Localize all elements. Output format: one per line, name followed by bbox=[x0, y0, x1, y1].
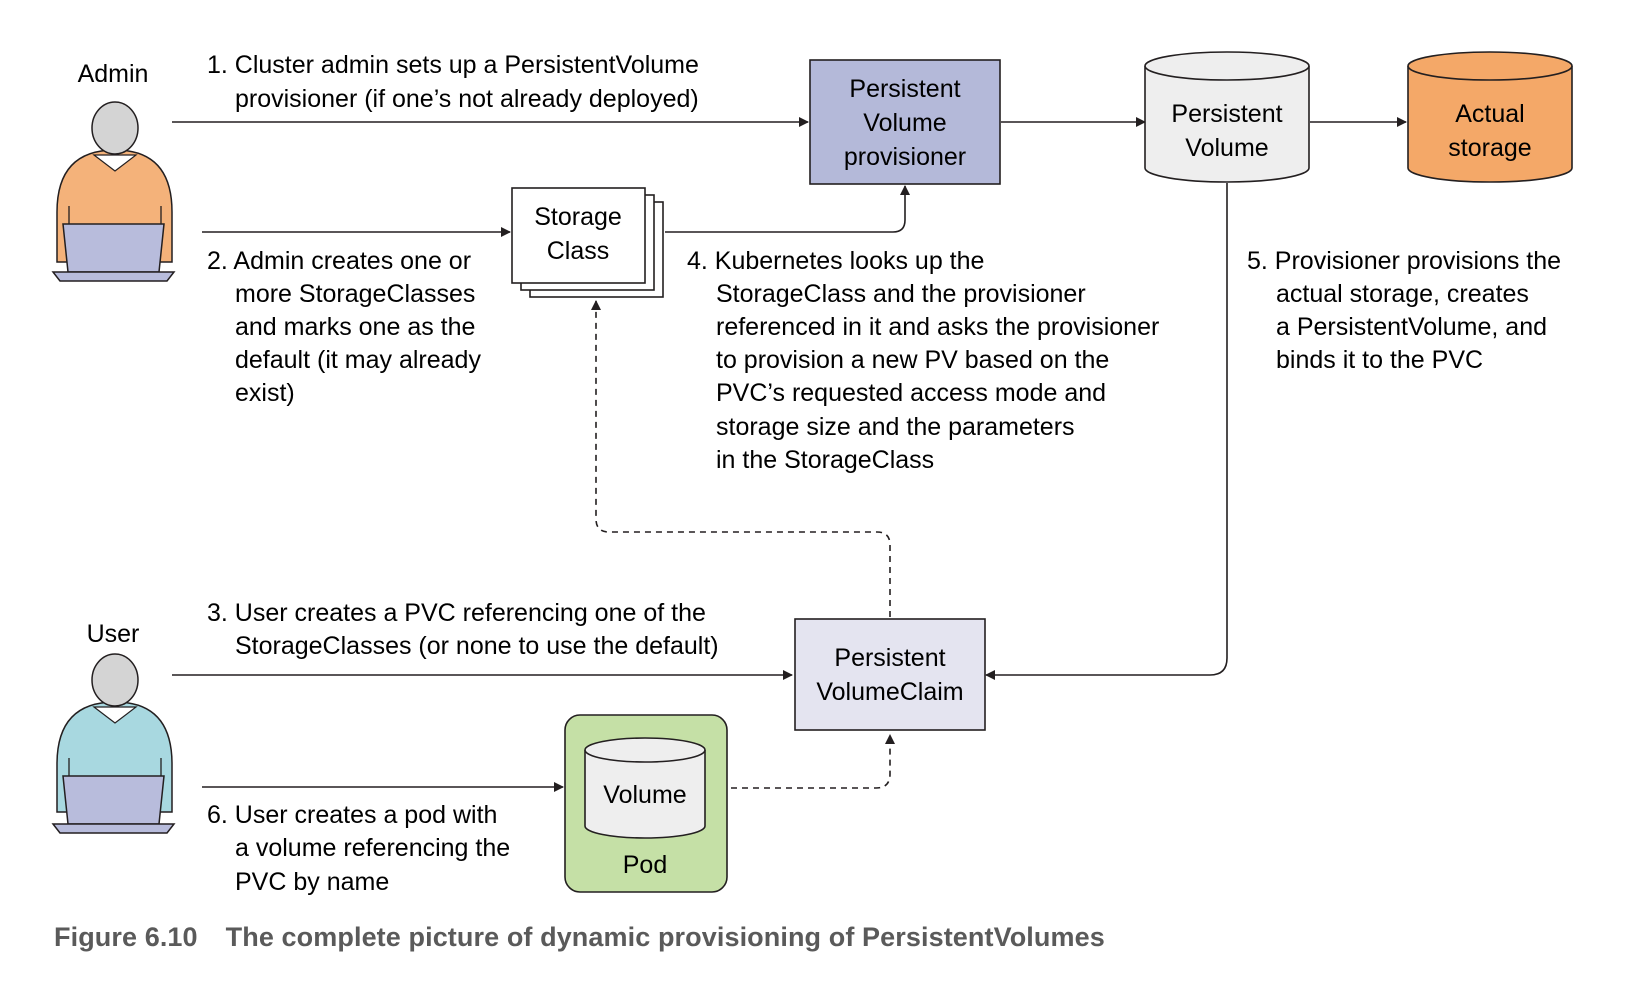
step-6-line-3: PVC by name bbox=[235, 868, 389, 896]
storage-class-line-1: Storage bbox=[534, 203, 622, 231]
admin-label: Admin bbox=[78, 60, 149, 88]
step-4-line-1: 4. Kubernetes looks up the bbox=[687, 247, 984, 275]
pvc-line-2: VolumeClaim bbox=[816, 678, 963, 706]
user-icon bbox=[51, 653, 176, 834]
step-1-line-2: provisioner (if one’s not already deploy… bbox=[235, 85, 699, 113]
figure-caption: Figure 6.10 The complete picture of dynam… bbox=[54, 922, 1105, 953]
step-4-line-6: storage size and the parameters bbox=[716, 413, 1075, 441]
user-actor: User bbox=[51, 620, 176, 834]
figure-number: Figure 6.10 bbox=[54, 922, 198, 952]
admin-actor: Admin bbox=[51, 60, 176, 282]
user-label: User bbox=[87, 620, 140, 648]
step-6-note: 6. User creates a pod with a volume refe… bbox=[207, 801, 510, 896]
persistent-volume-line-2: Volume bbox=[1185, 134, 1268, 162]
step-5-line-2: actual storage, creates bbox=[1276, 280, 1529, 308]
step-5-line-1: 5. Provisioner provisions the bbox=[1247, 247, 1561, 275]
step-4-line-3: referenced in it and asks the provisione… bbox=[716, 313, 1159, 341]
volume-label: Volume bbox=[603, 781, 686, 809]
pv-provisioner-line-3: provisioner bbox=[844, 143, 966, 171]
pv-provisioner-box: Persistent Volume provisioner bbox=[809, 59, 1001, 185]
storage-class-line-2: Class bbox=[547, 237, 610, 265]
step-4-line-4: to provision a new PV based on the bbox=[716, 346, 1109, 374]
step-1-note: 1. Cluster admin sets up a PersistentVol… bbox=[207, 51, 699, 113]
step-4-line-2: StorageClass and the provisioner bbox=[716, 280, 1086, 308]
step-4-line-5: PVC’s requested access mode and bbox=[716, 379, 1106, 407]
pv-provisioner-line-1: Persistent bbox=[849, 75, 960, 103]
step-6-line-1: 6. User creates a pod with bbox=[207, 801, 497, 829]
pvc-line-1: Persistent bbox=[834, 644, 945, 672]
step-5-note: 5. Provisioner provisions the actual sto… bbox=[1247, 247, 1561, 374]
step-3-line-1: 3. User creates a PVC referencing one of… bbox=[207, 599, 706, 627]
storage-class-box: Storage Class bbox=[511, 187, 664, 298]
step-5-line-4: binds it to the PVC bbox=[1276, 346, 1483, 374]
step-2-note: 2. Admin creates one or more StorageClas… bbox=[207, 247, 481, 407]
dashed-volume-to-pvc bbox=[709, 734, 895, 789]
actual-storage-cylinder: Actual storage bbox=[1407, 51, 1573, 183]
admin-icon bbox=[51, 101, 176, 282]
step-2-line-2: more StorageClasses bbox=[235, 280, 475, 308]
step-2-line-3: and marks one as the bbox=[235, 313, 475, 341]
step-1-line-1: 1. Cluster admin sets up a PersistentVol… bbox=[207, 51, 699, 79]
arrow-storageclass-to-provisioner bbox=[665, 185, 910, 233]
step-4-line-7: in the StorageClass bbox=[716, 446, 934, 474]
step-2-line-4: default (it may already bbox=[235, 346, 481, 374]
actual-storage-line-2: storage bbox=[1448, 134, 1531, 162]
persistent-volume-cylinder: Persistent Volume bbox=[1144, 51, 1310, 183]
connectors bbox=[172, 117, 1407, 792]
pvc-box: Persistent VolumeClaim bbox=[794, 618, 986, 731]
actual-storage-line-1: Actual bbox=[1455, 100, 1524, 128]
step-6-line-2: a volume referencing the bbox=[235, 834, 510, 862]
figure-title: The complete picture of dynamic provisio… bbox=[225, 922, 1105, 952]
persistent-volume-line-1: Persistent bbox=[1171, 100, 1282, 128]
step-2-line-1: 2. Admin creates one or bbox=[207, 247, 471, 275]
pod-box: Volume Pod bbox=[564, 714, 728, 893]
volume-cylinder: Volume bbox=[584, 737, 706, 839]
step-5-line-3: a PersistentVolume, and bbox=[1276, 313, 1547, 341]
step-2-line-5: exist) bbox=[235, 379, 295, 407]
pod-label: Pod bbox=[623, 851, 667, 879]
pv-provisioner-line-2: Volume bbox=[863, 109, 946, 137]
step-4-note: 4. Kubernetes looks up the StorageClass … bbox=[687, 247, 1159, 474]
dashed-pvc-to-storageclass bbox=[591, 300, 891, 617]
step-3-note: 3. User creates a PVC referencing one of… bbox=[207, 599, 719, 660]
step-3-line-2: StorageClasses (or none to use the defau… bbox=[235, 632, 719, 660]
arrow-pv-to-pvc bbox=[985, 183, 1228, 680]
